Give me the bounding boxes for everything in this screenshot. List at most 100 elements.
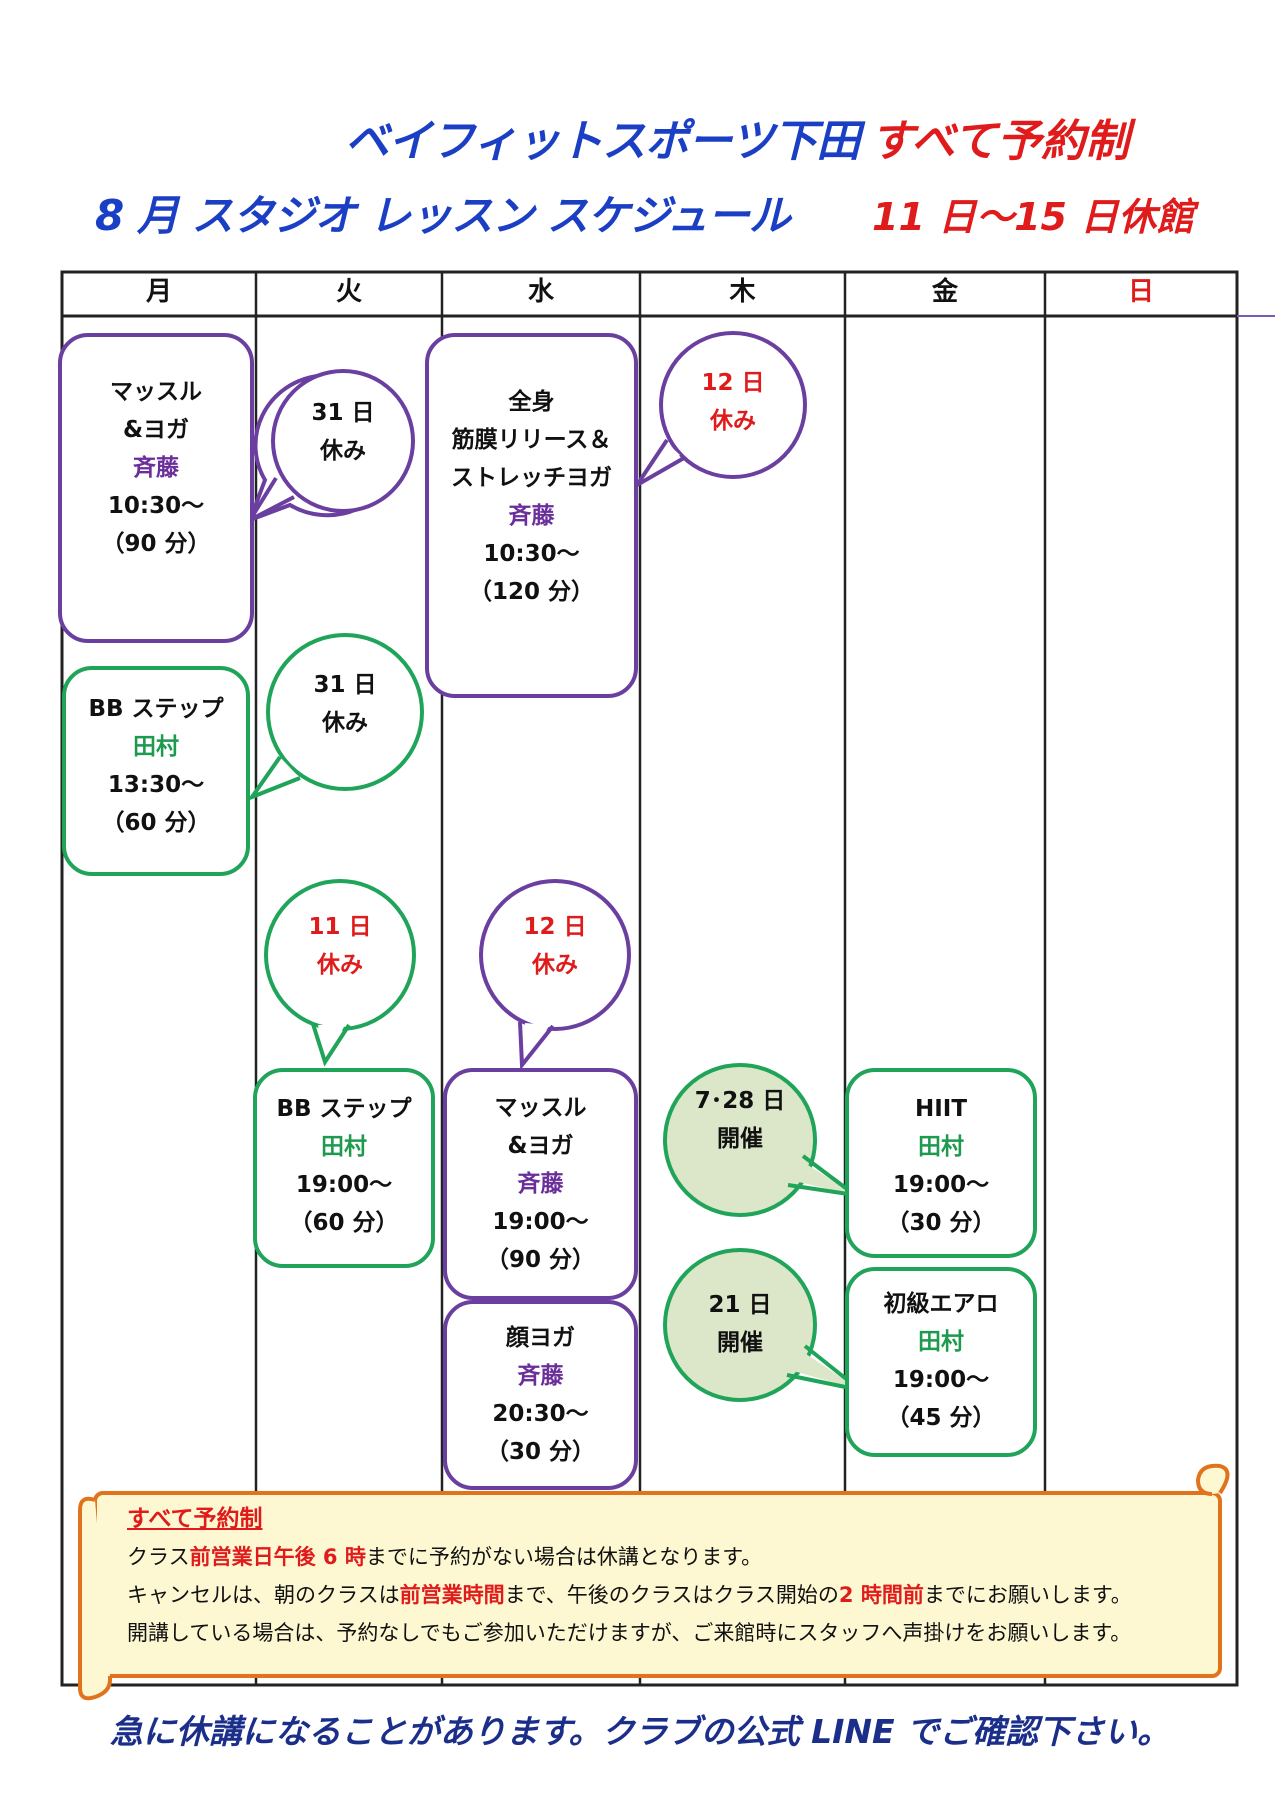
instructor: 斉藤 (517, 1171, 564, 1197)
bubble-status: 休み (317, 952, 363, 978)
lesson-name: BB ステップ (276, 1096, 412, 1122)
lesson-name: BB ステップ (88, 696, 224, 722)
notice-line-2: キャンセルは、朝のクラスは前営業時間まで、午後のクラスはクラス開始の2 時間前ま… (127, 1576, 1187, 1614)
lesson-fri-eve2[interactable]: 初級エアロ 田村 19:00～ （45 分） (845, 1267, 1037, 1457)
lesson-duration: （120 分） (468, 579, 595, 605)
day-header-mon: 月 (145, 277, 172, 307)
lesson-name: &ヨガ (507, 1133, 574, 1159)
reservation-title: すべて予約制 (870, 116, 1130, 167)
notice-body: すべて予約制 クラス前営業日午後 6 時までに予約がない場合は休講となります。 … (127, 1500, 1187, 1652)
bubble-date: 12 日 (701, 370, 765, 396)
lesson-time: 19:00～ (295, 1172, 393, 1198)
bubble-text-thu-2: 7･28 日 開催 (680, 1082, 800, 1158)
bubble-status: 休み (320, 438, 366, 464)
day-header-tue: 火 (335, 277, 362, 307)
header-line-2: 8 月 スタジオ レッスン スケジュール 11 日～15 日休館 (0, 182, 1280, 242)
schedule-title: 8 月 スタジオ レッスン スケジュール (95, 191, 791, 240)
bubble-text-tue-1: 31 日 休み (293, 394, 393, 470)
notice-line-1: クラス前営業日午後 6 時までに予約がない場合は休講となります。 (127, 1538, 1187, 1576)
lesson-time: 10:30～ (483, 541, 580, 567)
lesson-time: 20:30～ (492, 1401, 589, 1427)
bubble-text-thu-1: 12 日 休み (683, 364, 783, 440)
bubble-tue-1 (244, 369, 415, 526)
notice-text: までにお願いします。 (923, 1583, 1132, 1607)
lesson-name: マッスル (494, 1095, 587, 1121)
lesson-wed-eve[interactable]: マッスル &ヨガ 斉藤 19:00～ （90 分） (443, 1068, 638, 1300)
bubble-status: 休み (322, 710, 368, 736)
table-border (60, 270, 1239, 1687)
lesson-name: 全身 (508, 389, 555, 415)
lesson-time: 10:30～ (107, 493, 205, 519)
gym-name: ベイフィットスポーツ下田 (345, 116, 860, 167)
lesson-duration: （30 分） (886, 1210, 996, 1236)
bubble-date: 12 日 (523, 914, 587, 940)
lesson-time: 19:00～ (492, 1209, 589, 1235)
day-header-fri: 金 (931, 277, 958, 307)
lesson-mon-pm[interactable]: BB ステップ 田村 13:30～ （60 分） (62, 666, 250, 876)
lesson-wed-am[interactable]: 全身 筋膜リリース＆ ストレッチヨガ 斉藤 10:30～ （120 分） (425, 333, 638, 698)
notice-highlight: 前営業日午後 6 時 (189, 1545, 366, 1569)
bubble-wed-2 (479, 879, 631, 1071)
lesson-time: 13:30～ (107, 772, 205, 798)
lesson-duration: （60 分） (289, 1210, 399, 1236)
notice-text: クラス (127, 1545, 190, 1569)
lesson-name: 初級エアロ (883, 1291, 999, 1317)
bubble-date: 21 日 (708, 1292, 772, 1318)
bubble-text-tue-3: 11 日 休み (290, 908, 390, 984)
day-header-sun: 日 (1127, 277, 1154, 307)
notice-heading: すべて予約制 (127, 1506, 263, 1532)
instructor: 斉藤 (508, 503, 555, 529)
bubble-date: 31 日 (311, 400, 375, 426)
day-header-wed: 水 (527, 277, 554, 307)
lesson-name: ストレッチヨガ (451, 465, 612, 491)
instructor: 斉藤 (133, 455, 179, 481)
lesson-name: 顔ヨガ (506, 1325, 575, 1351)
notice-line-3: 開講している場合は、予約なしでもご参加いただけますが、ご来館時にスタッフへ声掛け… (127, 1621, 1132, 1645)
lesson-mon-am[interactable]: マッスル &ヨガ 斉藤 10:30～ （90 分） (58, 333, 254, 643)
instructor: 田村 (918, 1134, 964, 1160)
closure-notice: 11 日～15 日休館 (872, 195, 1195, 239)
notice-highlight: 2 時間前 (838, 1583, 924, 1607)
bubble-date: 7･28 日 (694, 1088, 786, 1114)
bubble-date: 11 日 (308, 914, 372, 940)
instructor: 田村 (133, 734, 179, 760)
lesson-duration: （45 分） (886, 1405, 996, 1431)
bubble-text-thu-3: 21 日 開催 (690, 1286, 790, 1362)
bubble-thu-2 (663, 1063, 857, 1217)
lesson-fri-eve[interactable]: HIIT 田村 19:00～ （30 分） (845, 1068, 1037, 1258)
notice-text: キャンセルは、朝のクラスは (127, 1583, 400, 1607)
bubble-status: 開催 (717, 1126, 763, 1152)
bubble-text-wed-2: 12 日 休み (505, 908, 605, 984)
bubble-thu-3 (663, 1248, 862, 1402)
notice-scroll (78, 1463, 1230, 1701)
bubble-tue-3 (264, 879, 416, 1067)
day-header-thu: 木 (729, 277, 756, 307)
header-line-1: ベイフィットスポーツ下田 すべて予約制 (0, 105, 1280, 167)
bubble-status: 開催 (717, 1330, 763, 1356)
lesson-time: 19:00～ (892, 1367, 990, 1393)
lesson-name: HIIT (914, 1096, 968, 1122)
instructor: 斉藤 (517, 1363, 564, 1389)
bubble-status: 休み (532, 952, 578, 978)
instructor: 田村 (321, 1134, 367, 1160)
lesson-name: &ヨガ (122, 417, 190, 443)
notice-text: までに予約がない場合は休講となります。 (365, 1545, 763, 1569)
bubble-tue-2 (246, 633, 424, 802)
lesson-name: 筋膜リリース＆ (451, 427, 612, 453)
bubble-date: 31 日 (313, 672, 377, 698)
instructor: 田村 (918, 1329, 964, 1355)
lesson-duration: （90 分） (485, 1247, 595, 1273)
lesson-tue-eve[interactable]: BB ステップ 田村 19:00～ （60 分） (253, 1068, 435, 1268)
notice-highlight: 前営業時間 (399, 1583, 505, 1607)
bubble-text-tue-2: 31 日 休み (295, 666, 395, 742)
lesson-duration: （60 分） (101, 810, 211, 836)
lesson-time: 19:00～ (892, 1172, 990, 1198)
lesson-wed-late[interactable]: 顔ヨガ 斉藤 20:30～ （30 分） (443, 1300, 638, 1490)
lesson-duration: （30 分） (485, 1439, 595, 1465)
notice-text: まで、午後のクラスはクラス開始の (504, 1583, 839, 1607)
lesson-duration: （90 分） (101, 531, 211, 557)
footer-note: 急に休講になることがあります。クラブの公式 LINE でご確認下さい。 (109, 1712, 1171, 1751)
bubble-status: 休み (710, 408, 756, 434)
lesson-name: マッスル (110, 379, 202, 405)
